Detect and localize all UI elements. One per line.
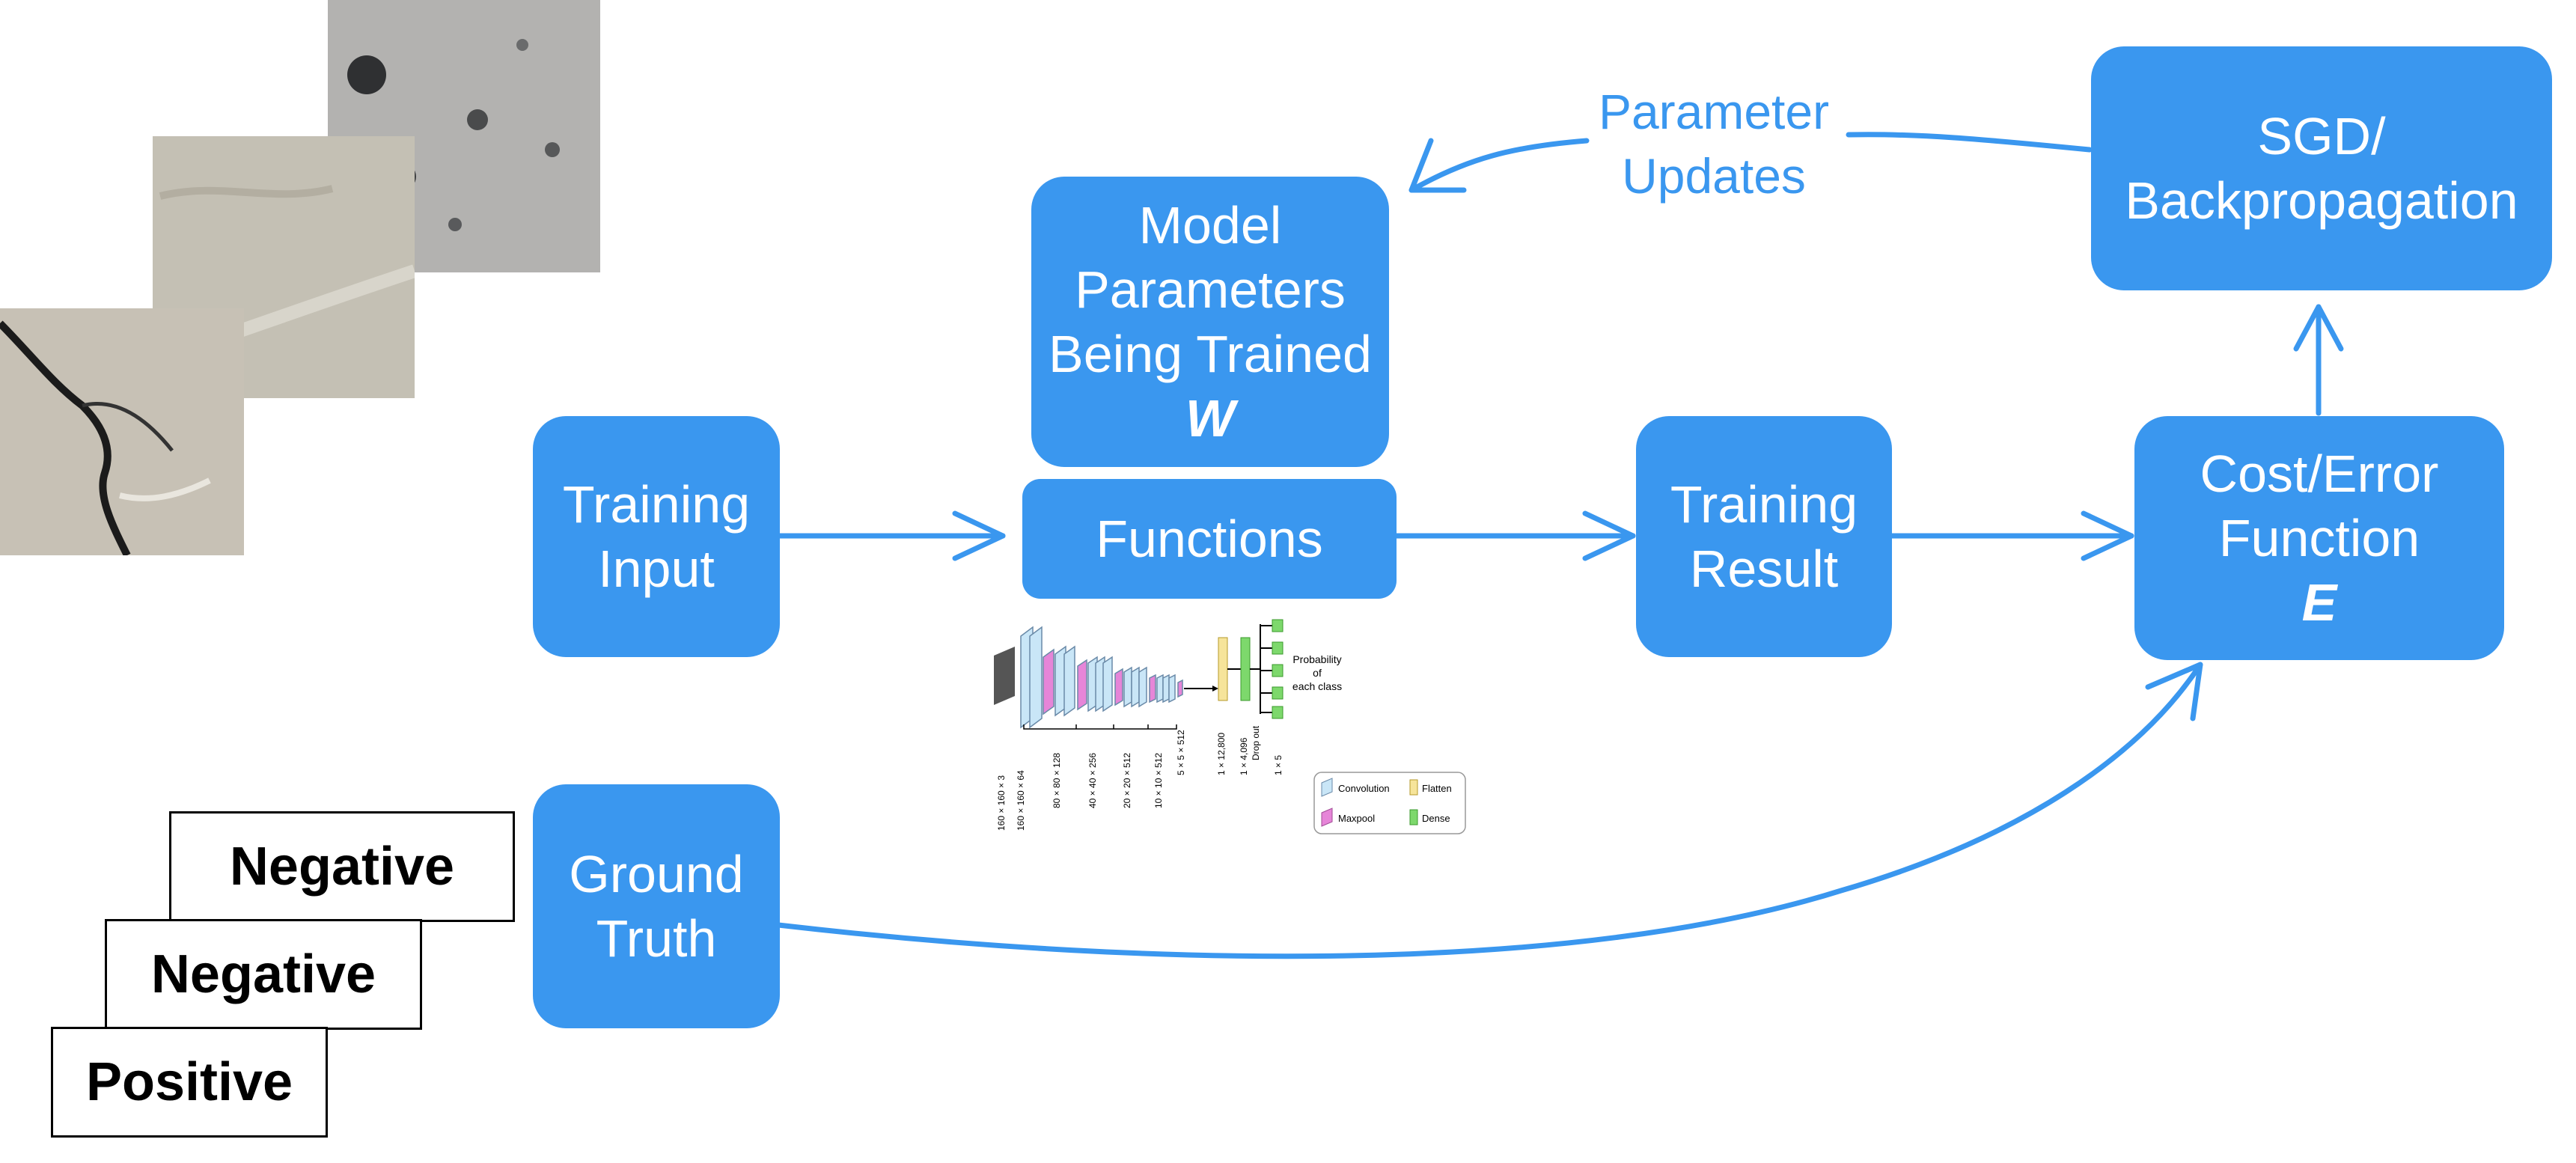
model-params-line1: Model — [1138, 196, 1282, 254]
dim-label-10: Drop out — [1251, 725, 1261, 760]
sgd-box: SGD/ Backpropagation — [2091, 46, 2552, 290]
training-input-box: Training Input — [533, 416, 780, 657]
cnn-flatten-layer — [1218, 637, 1228, 701]
legend-convolution: Convolution — [1338, 783, 1390, 794]
ground-truth-box: Ground Truth — [533, 784, 780, 1028]
dim-label-6: 10 × 10 × 512 — [1153, 753, 1164, 808]
training-result-box: Training Result — [1636, 416, 1892, 657]
dim-label-1: 160 × 160 × 3 — [996, 775, 1007, 831]
cost-function-line2: Function — [2218, 509, 2420, 567]
label-card-middle-text: Negative — [150, 944, 376, 1004]
sgd-line1: SGD/ — [2257, 107, 2386, 165]
image-patch-front — [0, 308, 244, 555]
legend-maxpool: Maxpool — [1338, 813, 1375, 824]
cnn-architecture-figure: Probability of each class 160 × 160 × 3 … — [994, 619, 1466, 834]
cnn-output-nodes — [1260, 619, 1284, 719]
dim-label-8: 1 × 12,800 — [1216, 733, 1227, 775]
arrowhead-updates-to-model — [1408, 138, 1467, 193]
arrowhead-groundtruth-to-cost — [2145, 662, 2203, 721]
arrowhead-input-to-functions — [952, 510, 1006, 561]
legend-dense: Dense — [1422, 813, 1450, 824]
functions-label: Functions — [1096, 510, 1323, 568]
functions-box: Functions — [1022, 479, 1397, 599]
cnn-dense-layer — [1240, 637, 1251, 701]
cnn-conv-blocks — [1020, 626, 1183, 729]
cost-function-variable: E — [2301, 573, 2337, 632]
model-params-line3: Being Trained — [1049, 325, 1372, 383]
model-params-line2: Parameters — [1075, 260, 1346, 319]
cost-function-box: Cost/Error Function E — [2134, 416, 2504, 660]
parameter-updates-line2: Updates — [1622, 148, 1806, 204]
arrowhead-result-to-cost — [2081, 510, 2134, 561]
cnn-input-image — [994, 647, 1015, 705]
cost-function-line1: Cost/Error — [2200, 445, 2439, 503]
parameter-updates-line1: Parameter — [1598, 84, 1830, 139]
model-parameters-box: Model Parameters Being Trained W — [1031, 177, 1389, 467]
label-card-front-text: Positive — [85, 1052, 293, 1112]
dim-label-4: 40 × 40 × 256 — [1087, 753, 1098, 808]
label-card-back-text: Negative — [229, 837, 455, 897]
model-params-variable: W — [1185, 389, 1236, 448]
cnn-legend: Convolution Flatten Maxpool Dense — [1313, 772, 1466, 834]
dim-label-5: 20 × 20 × 512 — [1122, 753, 1132, 808]
arrow-sgd-to-updates — [1846, 132, 2093, 153]
cnn-output-label-2: of — [1313, 667, 1322, 679]
cnn-layer-brackets — [1023, 724, 1177, 730]
sgd-line2: Backpropagation — [2125, 171, 2518, 230]
label-card-middle: Negative — [105, 919, 422, 1030]
arrow-groundtruth-to-cost — [775, 662, 2203, 959]
arrowhead-functions-to-result — [1582, 510, 1636, 561]
ground-truth-line2: Truth — [596, 909, 717, 968]
legend-flatten: Flatten — [1422, 783, 1452, 794]
dim-label-9: 1 × 4,096 — [1239, 737, 1249, 775]
dim-label-2: 160 × 160 × 64 — [1016, 770, 1026, 831]
dim-label-11: 1 × 5 — [1273, 755, 1284, 775]
dim-label-3: 80 × 80 × 128 — [1052, 753, 1062, 808]
training-input-line1: Training — [562, 475, 751, 534]
dim-label-7: 5 × 5 × 512 — [1176, 730, 1186, 775]
training-input-line2: Input — [598, 540, 715, 598]
cnn-dimension-labels: 160 × 160 × 3 160 × 160 × 64 80 × 80 × 1… — [996, 725, 1284, 831]
label-card-back: Negative — [169, 811, 515, 922]
training-result-line1: Training — [1670, 475, 1858, 534]
ground-truth-line1: Ground — [569, 845, 744, 903]
parameter-updates-label: Parameter Updates — [1572, 79, 1856, 208]
label-card-front: Positive — [51, 1027, 328, 1138]
arrow-updates-to-model — [1408, 138, 1590, 193]
cnn-output-label-3: each class — [1292, 680, 1342, 692]
cnn-output-label-1: Probability — [1292, 653, 1341, 665]
training-result-line2: Result — [1689, 540, 1839, 598]
arrowhead-cost-to-sgd — [2293, 304, 2344, 352]
